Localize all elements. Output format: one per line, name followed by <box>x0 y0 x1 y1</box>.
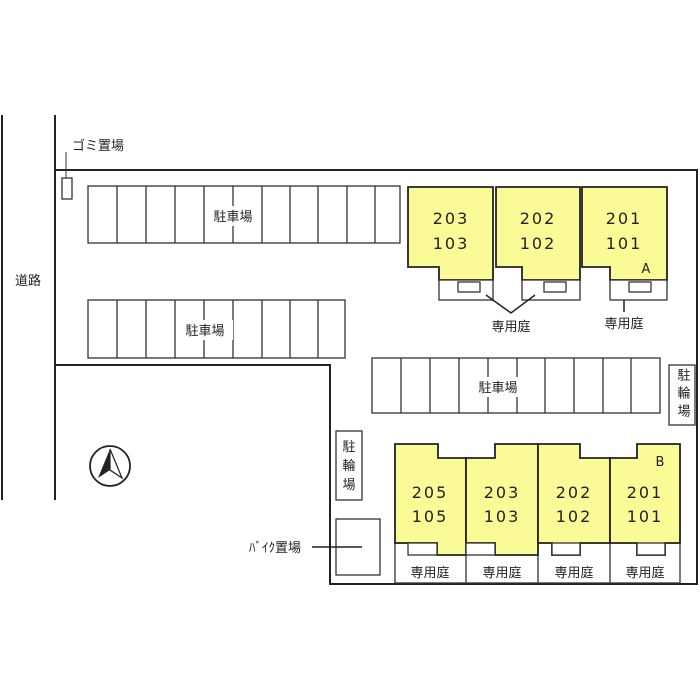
road-label: 道路 <box>15 273 41 289</box>
building-name: B <box>656 455 665 470</box>
garbage-station <box>61 177 73 200</box>
bike-parking-label: ﾊﾞｲｸ置場 <box>249 541 301 556</box>
building-name: A <box>642 262 651 277</box>
unit-number: 203 <box>484 483 521 502</box>
parking-area-2: 駐車場 <box>87 299 346 359</box>
garden-label: 専用庭 <box>625 565 664 581</box>
unit-number: 203 <box>433 209 470 228</box>
unit-number: 103 <box>433 234 470 253</box>
unit-number: 201 <box>606 209 643 228</box>
bicycle-parking-left: 駐 輪 場 <box>335 430 363 501</box>
parking-label: 駐車場 <box>478 381 517 396</box>
garden-label: 専用庭 <box>410 565 449 581</box>
garden-label: 専用庭 <box>491 319 530 335</box>
bicycle-parking-right: 駐輪場 <box>668 364 696 426</box>
unit-number: 105 <box>412 507 449 526</box>
building-b: 205 105 203 103 202 102 201 101 B 専用庭 専用… <box>394 443 681 584</box>
bicycle-label-char: 駐 <box>342 440 355 455</box>
unit-number: 202 <box>556 483 593 502</box>
unit-number: 103 <box>484 507 521 526</box>
unit-number: 102 <box>556 507 593 526</box>
bicycle-label-char: 場 <box>342 478 355 493</box>
unit-number: 201 <box>627 483 664 502</box>
bicycle-parking-label: 駐輪場 <box>675 368 691 422</box>
parking-area-1: 駐車場 <box>87 185 401 244</box>
building-a: 203 103 202 102 201 101 A 専用庭 専用庭 <box>407 186 668 335</box>
garden-a <box>438 279 668 301</box>
unit-number: 101 <box>606 234 643 253</box>
garden-label: 専用庭 <box>482 565 521 581</box>
unit-number: 205 <box>412 483 449 502</box>
garbage-label: ゴミ置場 <box>72 138 124 154</box>
parking-label: 駐車場 <box>213 210 252 225</box>
garden-label: 専用庭 <box>604 316 643 332</box>
parking-area-3: 駐車場 <box>371 357 661 414</box>
site-boundary <box>55 169 698 585</box>
garden-label: 専用庭 <box>554 565 593 581</box>
bicycle-label-char: 輪 <box>342 458 355 474</box>
parking-label: 駐車場 <box>185 324 224 339</box>
north-arrow-icon <box>89 445 131 487</box>
unit-number: 102 <box>520 234 557 253</box>
unit-number: 202 <box>520 209 557 228</box>
unit-number: 101 <box>627 507 664 526</box>
